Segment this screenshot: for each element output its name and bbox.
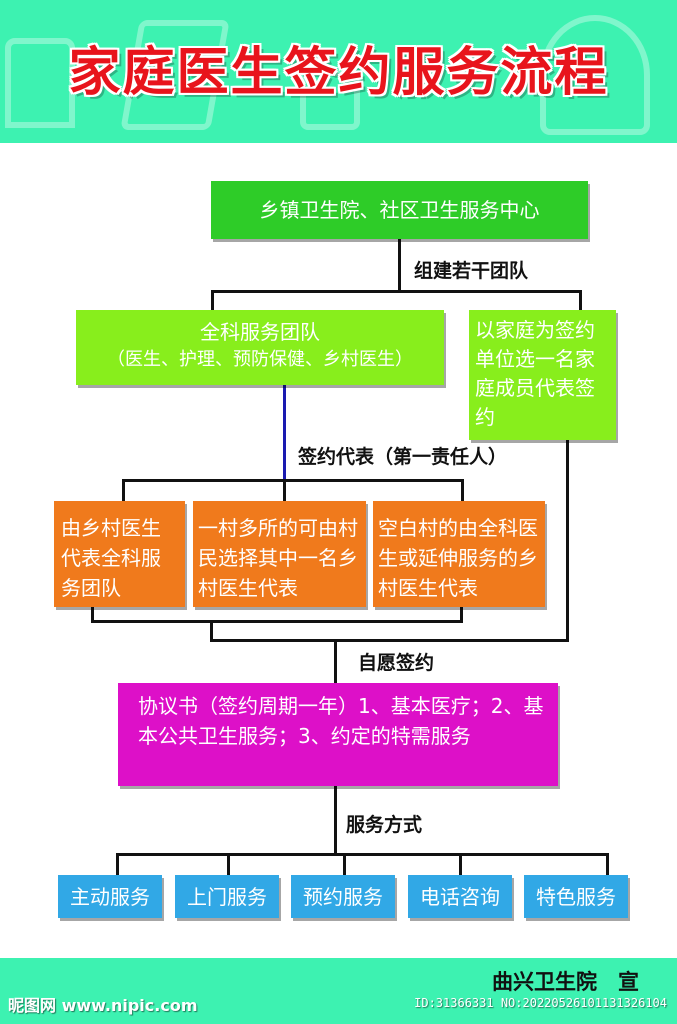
footer-bar — [0, 958, 677, 1024]
connector-line — [460, 606, 463, 622]
edge-label-sign-representative: 签约代表（第一责任人） — [298, 446, 508, 468]
header-banner: 家庭医生签约服务流程 — [0, 0, 677, 143]
node-general-practice-team: 全科服务团队 （医生、护理、预防保健、乡村医生） — [76, 310, 444, 385]
node-village-doctor-rep: 由乡村医生代表全科服务团队 — [54, 501, 185, 607]
node-agreement: 协议书（签约周期一年）1、基本医疗；2、基本公共卫生服务；3、约定的特需服务 — [118, 683, 558, 786]
watermark-text: 昵图网 www.nipic.com — [8, 996, 198, 1015]
image-id-text: ID:31366331 NO:20220526101131326104 — [414, 996, 667, 1010]
connector-line — [211, 290, 582, 293]
connector-line — [343, 853, 346, 875]
connector-line — [398, 239, 401, 292]
node-multi-clinic-rep: 一村多所的可由村民选择其中一名乡村医生代表 — [193, 501, 366, 607]
connector-line — [283, 385, 286, 480]
service-phone-consult: 电话咨询 — [408, 875, 512, 918]
page-title: 家庭医生签约服务流程 — [68, 43, 609, 103]
connector-line — [122, 479, 464, 482]
connector-line — [566, 440, 569, 642]
service-active: 主动服务 — [58, 875, 162, 918]
edge-label-voluntary-signing: 自愿签约 — [358, 652, 435, 674]
connector-line — [116, 853, 119, 875]
connector-line — [579, 290, 582, 310]
decorative-house-shape — [540, 15, 650, 135]
connector-line — [283, 479, 286, 501]
connector-line — [91, 620, 463, 623]
service-featured: 特色服务 — [524, 875, 628, 918]
node-blank-village-rep: 空白村的由全科医生或延伸服务的乡村医生代表 — [373, 501, 545, 607]
edge-label-build-teams: 组建若干团队 — [414, 260, 529, 282]
edge-label-service-mode: 服务方式 — [346, 814, 423, 836]
node-family-representative: 以家庭为签约单位选一名家庭成员代表签约 — [469, 310, 616, 440]
connector-line — [210, 620, 213, 641]
connector-line — [116, 853, 609, 856]
node-township-health-center: 乡镇卫生院、社区卫生服务中心 — [211, 181, 588, 239]
connector-line — [334, 639, 337, 683]
connector-line — [210, 639, 569, 642]
connector-line — [122, 479, 125, 501]
connector-line — [606, 853, 609, 875]
decorative-house-shape — [300, 70, 360, 130]
connector-line — [334, 786, 337, 856]
connector-line — [459, 853, 462, 875]
node-gp-team-name: 全科服务团队 — [200, 320, 320, 344]
connector-line — [91, 606, 94, 622]
connector-line — [461, 479, 464, 501]
node-gp-team-members: （医生、护理、预防保健、乡村医生） — [107, 349, 413, 370]
decorative-house-shape — [5, 38, 75, 128]
publisher-credit: 曲兴卫生院 宣 — [492, 970, 639, 994]
connector-line — [211, 290, 214, 310]
service-home-visit: 上门服务 — [175, 875, 279, 918]
service-appointment: 预约服务 — [291, 875, 395, 918]
connector-line — [227, 853, 230, 875]
